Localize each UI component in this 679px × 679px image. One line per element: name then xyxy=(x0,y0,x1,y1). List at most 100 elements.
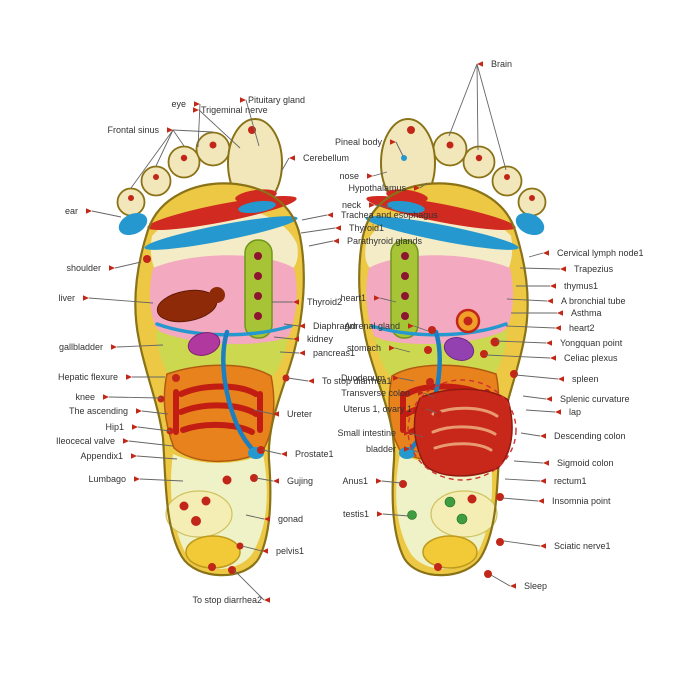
label-ear: ear xyxy=(64,206,78,216)
right-acupoints xyxy=(399,326,518,578)
label-shoulder: shoulder xyxy=(66,263,101,273)
label-sciatic-nerve1: Sciatic nerve1 xyxy=(554,541,611,551)
leader-line-rectum1 xyxy=(504,478,541,482)
arrow-marker-kidney xyxy=(293,336,299,342)
leader-line-brain xyxy=(448,63,478,137)
leader-line-gujing xyxy=(255,477,274,482)
dashed-boundary xyxy=(407,379,517,481)
arrow-marker-parathyroid-glands xyxy=(333,238,339,244)
label-testis1: testis1 xyxy=(342,509,369,519)
leader-line-sciatic-nerve1 xyxy=(503,540,541,547)
label-transverse-colon: Transverse colon xyxy=(341,388,410,398)
leader-line-trapezius xyxy=(519,267,561,270)
arrow-marker-small-intestine xyxy=(404,430,410,436)
leader-line-spleen xyxy=(515,374,559,380)
leader-line-brain xyxy=(476,63,479,151)
label-gallbladder: gallbladder xyxy=(58,342,103,352)
label-sleep: Sleep xyxy=(524,581,548,591)
leader-line-thyroid1 xyxy=(300,227,336,234)
arrow-marker-celiac-plexus xyxy=(550,355,556,361)
leader-line-descending-colon xyxy=(520,432,541,437)
leader-line-testis1 xyxy=(382,513,410,517)
label-to-stop-diarrhea2: To stop diarrhea2 xyxy=(192,595,262,605)
arrow-marker-thymus1 xyxy=(550,283,556,289)
label-trapezius: Trapezius xyxy=(574,264,614,274)
arrow-marker-thyroid2 xyxy=(293,299,299,305)
leader-line-to-stop-diarrhea2 xyxy=(233,569,265,601)
arrow-marker-pancreas1 xyxy=(299,350,305,356)
label-cervical-lymph-node1: Cervical lymph node1 xyxy=(557,248,644,258)
leader-line-sigmoid-colon xyxy=(513,460,544,464)
label-pituitary-gland: Pituitary gland xyxy=(248,95,306,105)
arrow-marker-sciatic-nerve1 xyxy=(540,543,546,549)
leader-line-bladder xyxy=(409,448,421,454)
label-thymus1: thymus1 xyxy=(564,281,599,291)
arrow-marker-pineal-body xyxy=(390,139,396,145)
heart-zone-center xyxy=(463,316,473,326)
leader-line-appendix1 xyxy=(136,455,178,460)
arrow-marker-adrenal-gland xyxy=(408,323,414,329)
label-trigeminal-nerve: Trigeminal nerve xyxy=(201,105,268,115)
arrow-marker-a-bronchial-tube xyxy=(547,298,553,304)
label-yongquan-point: Yongquan point xyxy=(560,338,623,348)
arrow-marker-shoulder xyxy=(109,265,115,271)
arrow-marker-to-stop-diarrhea2 xyxy=(264,597,270,603)
label-asthma: Asthma xyxy=(571,308,602,318)
label-ureter: Ureter xyxy=(287,409,313,419)
leader-line-liver xyxy=(88,297,154,304)
label-thyroid2: Thyroid2 xyxy=(307,297,343,307)
leader-line-trigeminal-nerve xyxy=(198,109,241,149)
leader-line-frontal-sinus xyxy=(172,129,185,147)
arrow-marker-lumbago xyxy=(134,476,140,482)
leader-line-nose xyxy=(372,171,388,177)
arrow-marker-frontal-sinus xyxy=(167,127,173,133)
leader-line-insomnia-point xyxy=(501,497,539,502)
arrow-marker-gallbladder xyxy=(111,344,117,350)
leader-line-heart1 xyxy=(379,297,397,303)
leader-line-lap xyxy=(525,409,556,413)
leader-line-yongquan-point xyxy=(496,340,547,344)
leader-line-cervical-lymph-node1 xyxy=(528,252,544,258)
label-kidney: kidney xyxy=(307,334,334,344)
label-rectum1: rectum1 xyxy=(554,476,587,486)
arrow-marker-uterus-1-ovary-1 xyxy=(420,406,426,412)
label-anus1: Anus1 xyxy=(342,476,368,486)
left-foot-organs xyxy=(143,255,290,574)
arrow-marker-asthma xyxy=(557,310,563,316)
arrow-marker-appendix1 xyxy=(131,453,137,459)
label-sigmoid-colon: Sigmoid colon xyxy=(557,458,614,468)
label-pineal-body: Pineal body xyxy=(334,137,382,147)
arrow-marker-trigeminal-nerve xyxy=(193,107,199,113)
arrow-marker-cerebellum xyxy=(289,155,295,161)
arrow-marker-ileocecal-valve xyxy=(123,438,129,444)
label-knee: knee xyxy=(75,392,95,402)
leader-line-frontal-sinus xyxy=(130,129,174,189)
leader-line-neck xyxy=(374,204,393,209)
label-duodenum: Duodenum xyxy=(340,373,385,383)
right-foot xyxy=(359,119,548,578)
leader-line-knee xyxy=(108,396,162,399)
kidney-zone xyxy=(187,332,221,356)
label-diaphragm: Diaphragm xyxy=(313,321,358,331)
label-hypothalamus: Hypothalamus xyxy=(348,183,406,193)
arrow-marker-hypothalamus xyxy=(414,185,420,191)
leader-line-parathyroid-glands xyxy=(308,240,334,247)
label-pelvis1: pelvis1 xyxy=(276,546,305,556)
left-foot xyxy=(115,119,304,575)
leader-line-cerebellum xyxy=(280,157,290,173)
right-green-points xyxy=(407,496,468,525)
arrow-marker-diaphragm xyxy=(299,323,305,329)
label-gonad: gonad xyxy=(278,514,304,524)
leader-line-splenic-curvature xyxy=(522,395,547,400)
arrow-marker-liver xyxy=(83,295,89,301)
leader-line-sleep xyxy=(490,574,511,587)
leader-line-gallbladder xyxy=(116,344,164,348)
label-liver: liver xyxy=(58,293,75,303)
right-foot-organs xyxy=(399,155,518,578)
leader-line-trachea-and-esophagus xyxy=(301,214,328,221)
arrow-marker-bladder xyxy=(404,446,410,452)
gallbladder-zone xyxy=(209,287,225,303)
arrow-marker-trapezius xyxy=(560,266,566,272)
label-the-ascending: The ascending xyxy=(68,406,128,416)
